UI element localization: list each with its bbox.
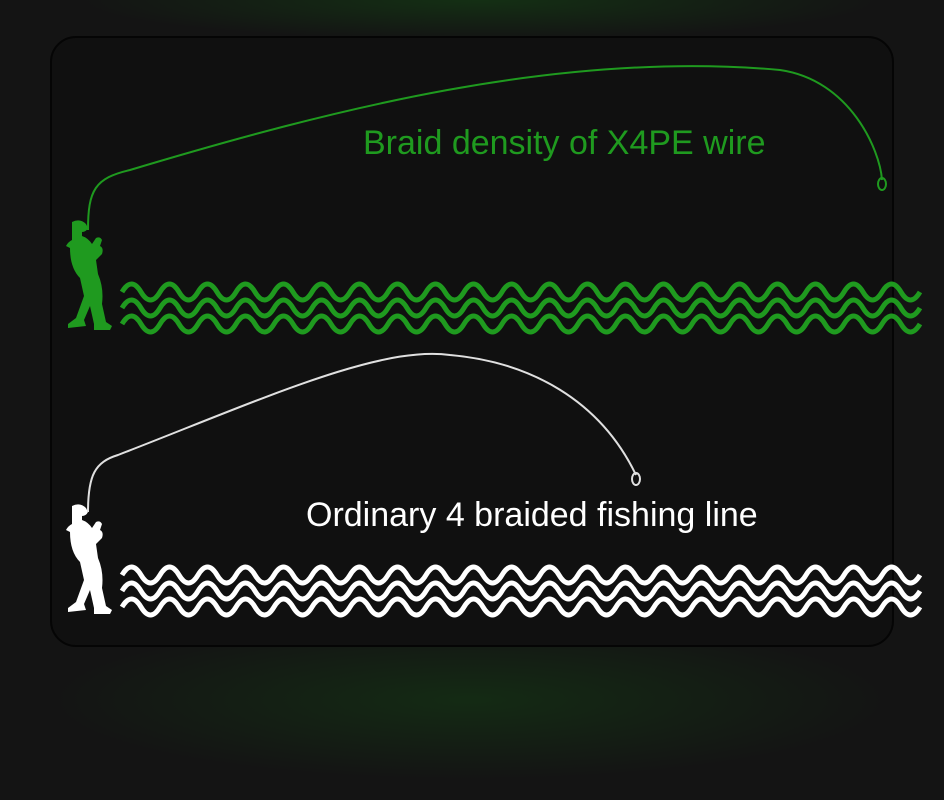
braid-wave-line <box>119 564 923 586</box>
braid-wave-line <box>119 281 923 303</box>
green-fishing-line <box>87 65 883 231</box>
green-fisherman-icon <box>66 220 112 330</box>
ordinary-braid-label: Ordinary 4 braided fishing line <box>306 496 758 534</box>
braid-wave-line <box>119 596 923 618</box>
braid-wave-line <box>119 580 923 602</box>
white-fisherman-icon <box>66 504 112 614</box>
green-dense-braid-waves <box>119 281 923 335</box>
white-fishing-line <box>87 352 637 513</box>
comparison-panel <box>50 36 894 647</box>
braid-wave-line <box>119 297 923 319</box>
braid-wave-line <box>119 313 923 335</box>
x4pe-braid-label: Braid density of X4PE wire <box>363 124 766 162</box>
white-braid-waves <box>119 564 923 618</box>
